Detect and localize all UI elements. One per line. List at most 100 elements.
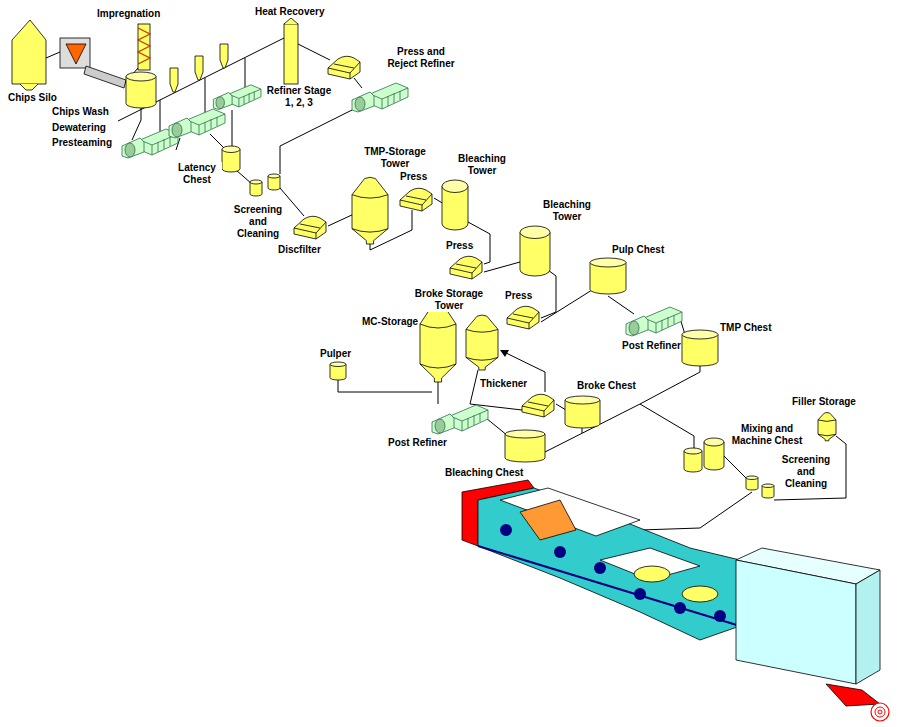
pipe-network [46,35,846,530]
label-slot: TMP Chest [720,322,772,334]
machine-chest [704,438,724,470]
flow-arrowhead [500,350,509,357]
label-slot: Broke Chest [577,380,636,392]
part-label: Presteaming [52,137,112,149]
post-refiner [432,405,488,434]
screen [250,180,262,196]
part-label: Pulp Chest [612,244,664,256]
label-slot: Screening and Cleaning [779,454,833,490]
dewatering-screw [84,66,126,88]
roll [594,562,606,574]
part-label: Pulper [320,348,351,360]
part-label: Chips Wash [52,106,109,118]
chips-wash [60,38,90,68]
paper-roll-core [878,710,882,714]
label-slot: Chips Wash [52,106,109,118]
part-label: Broke Chest [577,380,636,392]
part-label: Latency Chest [172,162,222,186]
roll [554,546,566,558]
label-slot: Press [505,290,532,302]
part-label: Bleaching Tower [452,153,512,177]
dryer-hood-front [736,560,856,684]
part-label: Press and Reject Refiner [381,46,461,70]
label-slot: Press and Reject Refiner [381,46,461,70]
bleaching-tower [520,226,550,276]
cyclone [195,56,203,80]
part-label: Filler Storage [792,396,856,408]
part-label: Press [505,290,532,302]
part-label: Mixing and Machine Chest [729,423,805,447]
label-slot: Impregnation [97,8,160,20]
label-slot: Bleaching Tower [452,153,512,177]
part-label: Bleaching Chest [445,467,523,479]
label-slot: TMP-Storage Tower [355,146,435,170]
label-slot: MC-Storage [362,316,418,328]
label-slot: Dewatering [52,122,106,134]
part-label: Post Refiner [388,437,447,449]
press-roll [634,566,670,582]
chips-silo-cone [20,84,38,90]
label-slot: Pulp Chest [612,244,664,256]
part-label: Screening and Cleaning [231,204,285,240]
mixing-chest [684,448,702,472]
paper-roll-core [875,707,885,717]
label-slot: Press [446,240,473,252]
label-slot: Bleaching Tower [537,199,597,223]
part-label: Impregnation [97,8,160,20]
dryer-hood-side [856,570,880,684]
storage-tower [420,304,456,383]
chips-silo [12,20,46,84]
post-refiner [626,307,682,336]
label-slot: Press [400,171,427,183]
label-slot: Screening and Cleaning [231,204,285,240]
bleaching-chest [505,430,545,462]
label-slot: Discfilter [278,244,321,256]
press [328,56,360,79]
label-slot: Broke Storage Tower [409,288,489,312]
part-label: Broke Storage Tower [409,288,489,312]
part-label: Bleaching Tower [537,199,597,223]
thickener [522,394,554,417]
part-label: Press [446,240,473,252]
label-slot: Bleaching Chest [445,467,523,479]
impregnation-vessel [126,72,156,108]
broke-chest [565,396,600,428]
label-slot: Latency Chest [172,162,222,186]
label-slot: Presteaming [52,137,112,149]
label-slot: Heat Recovery [255,6,324,18]
label-slot: Post Refiner [622,340,681,352]
reject-refiner [352,83,408,112]
press [507,306,539,329]
screen [268,174,280,190]
reel [826,684,880,706]
label-slot: Thickener [480,378,527,390]
chips-wash-screw [66,44,86,64]
part-label: Discfilter [278,244,321,256]
press-roll [682,586,718,602]
part-label: Thickener [480,378,527,390]
machine-base [478,546,740,626]
discfilter [294,216,326,239]
bleaching-tower [442,180,468,230]
part-label: Screening and Cleaning [779,454,833,490]
part-label: Heat Recovery [255,6,324,18]
part-label: Post Refiner [622,340,681,352]
label-slot: Chips Silo [8,92,57,104]
part-label: Chips Silo [8,92,57,104]
press [450,256,482,279]
label-slot: Mixing and Machine Chest [729,423,805,447]
label-slot: Post Refiner [388,437,447,449]
screen [762,484,774,498]
heat-recovery-column [284,24,298,84]
part-label: TMP-Storage Tower [355,146,435,170]
filler-silo [818,413,836,441]
former [520,500,576,540]
latency-chest [222,146,240,172]
label-slot: Refiner Stage 1, 2, 3 [263,85,335,109]
machine-frame [478,488,740,640]
impregnation-screw [138,24,150,70]
part-label: TMP Chest [720,322,772,334]
cyclone [170,68,178,92]
refiner [213,85,261,110]
